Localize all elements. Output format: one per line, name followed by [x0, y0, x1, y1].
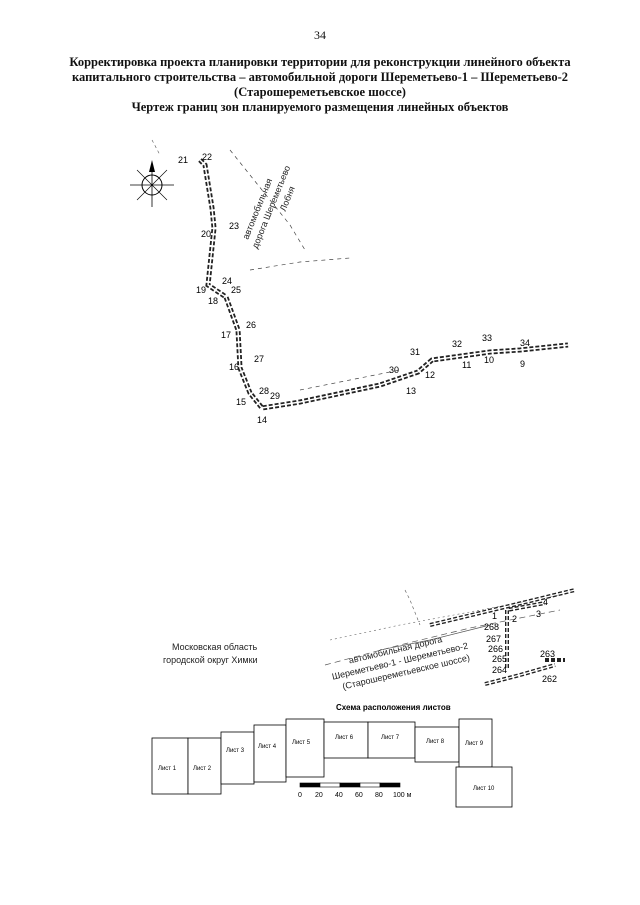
point-label: 25 [231, 285, 241, 295]
lower-point-labels: 1 2 3 4 268 267 266 265 264 263 262 [484, 597, 557, 684]
point-label: 27 [254, 354, 264, 364]
title-line-4: Чертеж границ зон планируемого размещени… [131, 100, 509, 114]
lower-road-guides [324, 589, 561, 666]
title-line-3: (Старошереметьевское шоссе) [234, 85, 406, 99]
lower-road-label: автомобильная дорога Шереметьево-1 - Шер… [331, 634, 471, 691]
sheet-4 [253, 724, 287, 783]
point-label: 264 [492, 665, 507, 675]
point-label: 12 [425, 370, 435, 380]
point-label: 20 [201, 229, 211, 239]
region-label-line-2: городской округ Химки [163, 655, 258, 665]
sheet-label: Лист 10 [473, 786, 495, 792]
point-label: 268 [484, 622, 499, 632]
upper-route-boundary [198, 158, 569, 411]
scale-tick-label: 100 м [393, 792, 412, 799]
point-label: 17 [221, 330, 231, 340]
point-label: 2 [512, 614, 517, 624]
point-label: 24 [222, 276, 232, 286]
point-label: 266 [488, 644, 503, 654]
sheet-label: Лист 6 [335, 735, 354, 741]
point-label: 265 [492, 654, 507, 664]
point-label: 267 [486, 634, 501, 644]
point-label: 19 [196, 285, 206, 295]
point-label: 33 [482, 333, 492, 343]
title-line-1: Корректировка проекта планировки террито… [69, 55, 571, 69]
point-label: 14 [257, 415, 267, 425]
point-label: 11 [462, 360, 471, 370]
upper-road-label: автомобильная дорога Шереметьево Лобня [241, 164, 297, 250]
point-label: 22 [202, 152, 212, 162]
sheet-label: Лист 8 [426, 739, 445, 745]
sheet-label: Лист 4 [258, 744, 277, 750]
point-label: 9 [520, 359, 525, 369]
point-label: 263 [540, 649, 555, 659]
sheet-label: Лист 5 [292, 740, 311, 746]
point-label: 262 [542, 674, 557, 684]
sheet-3 [220, 731, 255, 785]
sheet-label: Лист 1 [158, 766, 177, 772]
sheet-5 [285, 718, 325, 778]
sheet-layout-scheme [151, 718, 513, 808]
sheet-6 [323, 721, 369, 759]
title-line-2: капитального строительства – автомобильн… [71, 70, 569, 84]
point-label: 15 [236, 397, 246, 407]
scale-tick-label: 0 [298, 792, 302, 799]
scale-tick-label: 80 [375, 792, 383, 799]
sheet-label: Лист 9 [465, 741, 484, 747]
point-label: 1 [492, 611, 497, 621]
sheet-8 [414, 726, 460, 763]
point-label: 26 [246, 320, 256, 330]
point-label: 3 [536, 609, 541, 619]
region-label-line-1: Московская область [172, 642, 257, 652]
sheet-labels: Лист 1 Лист 2 Лист 3 Лист 4 Лист 5 Лист … [158, 735, 495, 792]
point-label: 32 [452, 339, 462, 349]
scale-tick-label: 60 [355, 792, 363, 799]
point-label: 18 [208, 296, 218, 306]
scale-tick-label: 20 [315, 792, 323, 799]
point-label: 16 [229, 362, 239, 372]
scheme-title: Схема расположения листов [336, 703, 451, 712]
point-label: 10 [484, 355, 494, 365]
upper-point-labels: 21 22 20 23 19 24 18 25 26 17 16 27 15 2… [178, 152, 530, 425]
point-label: 29 [270, 391, 280, 401]
north-arrow-icon [130, 139, 174, 207]
sheet-10 [455, 766, 513, 808]
sheet-label: Лист 7 [381, 735, 400, 741]
point-label: 13 [406, 386, 416, 396]
point-label: 30 [389, 365, 399, 375]
sheet-7 [367, 721, 416, 759]
lower-route-boundary-core [429, 589, 576, 685]
point-label: 4 [543, 597, 548, 607]
sheet-1 [151, 737, 189, 795]
point-label: 31 [410, 347, 420, 357]
sheet-2 [187, 737, 222, 795]
scale-tick-label: 40 [335, 792, 343, 799]
point-label: 34 [520, 338, 530, 348]
upper-route-guides [229, 149, 401, 391]
sheet-label: Лист 2 [193, 766, 212, 772]
scale-bar: 0 20 40 60 80 100 м [298, 782, 412, 799]
page-number: 34 [314, 28, 326, 42]
sheet-label: Лист 3 [226, 748, 245, 754]
document-title: Корректировка проекта планировки террито… [40, 55, 600, 115]
point-label: 28 [259, 386, 269, 396]
sheet-9 [458, 718, 493, 768]
point-label: 21 [178, 155, 188, 165]
point-label: 23 [229, 221, 239, 231]
